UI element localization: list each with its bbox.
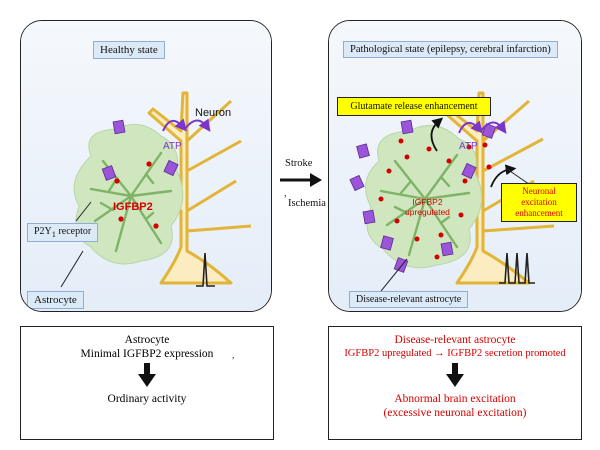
stroke-label: Stroke <box>285 158 313 169</box>
healthy-summary-box: Astrocyte Minimal IGFBP2 expression Ordi… <box>20 326 274 440</box>
glutamate-release-label: Glutamate release enhancement <box>337 97 491 116</box>
summary-line-1: Disease-relevant astrocyte <box>394 334 516 346</box>
atp-label: ATP <box>459 141 478 152</box>
healthy-state-illustration <box>21 21 271 311</box>
igfbp2-dots <box>114 161 159 229</box>
summary-line-2: Minimal IGFBP2 expression <box>80 348 214 360</box>
summary-line-2: IGFBP2 upregulated → IGFBP2 secretion pr… <box>344 348 566 359</box>
transition-arrow <box>280 173 322 187</box>
igfbp2-label: IGFBP2 <box>113 201 153 213</box>
summary-result-1: Abnormal brain excitation <box>394 393 516 405</box>
p2y1-receptors <box>349 119 497 273</box>
action-potential-trace <box>499 252 535 284</box>
action-potential-trace <box>196 252 215 287</box>
healthy-state-panel: Healthy state Neuron ATP IGFBP2 P2Y1 rec… <box>20 20 272 312</box>
igfbp2-upregulated-label: IGFBP2 upregulated <box>405 197 450 217</box>
healthy-state-title: Healthy state <box>93 41 165 59</box>
stray-mark: , <box>232 350 235 360</box>
astrocyte-body <box>365 125 483 269</box>
down-arrow <box>446 363 464 387</box>
p2y1-receptor-label: P2Y1 receptor <box>27 223 99 242</box>
summary-line-1: Astrocyte <box>124 334 170 346</box>
stroke-ischemia-comma: , <box>284 188 287 199</box>
summary-result: Ordinary activity <box>107 393 187 405</box>
igfbp2-dots <box>378 138 492 260</box>
astrocyte-label: Astrocyte <box>27 291 84 309</box>
p2y1-receptors <box>101 119 179 181</box>
atp-label: ATP <box>163 141 182 152</box>
summary-result-2: (excessive neuronal excitation) <box>383 407 527 419</box>
pathological-summary-box: Disease-relevant astrocyte IGFBP2 upregu… <box>328 326 582 440</box>
pathological-state-panel: Pathological state (epilepsy, cerebral i… <box>328 20 582 312</box>
down-arrow <box>138 363 156 387</box>
pathological-state-illustration <box>329 21 581 311</box>
disease-relevant-astrocyte-label: Disease-relevant astrocyte <box>349 291 469 308</box>
neuron-label: Neuron <box>195 107 232 119</box>
pathological-state-title: Pathological state (epilepsy, cerebral i… <box>343 41 558 58</box>
neuronal-excitation-label: Neuronal excitation enhancement <box>501 183 577 222</box>
ischemia-label: Ischemia <box>288 198 326 209</box>
astrocyte-body <box>73 123 184 265</box>
